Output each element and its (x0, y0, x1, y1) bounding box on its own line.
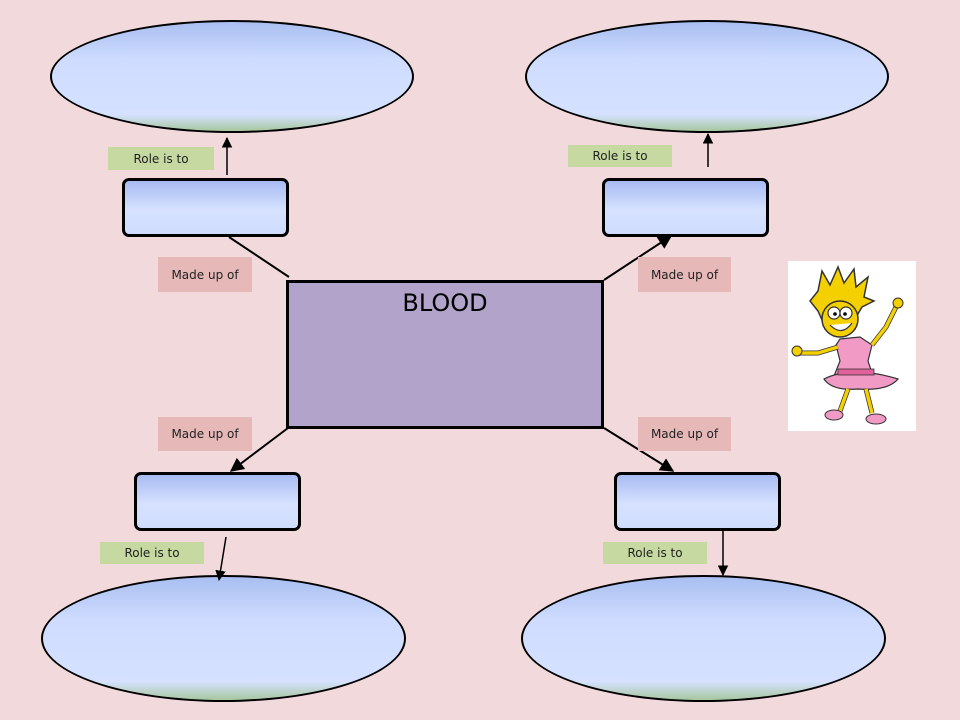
box-bottom-right[interactable] (614, 472, 781, 531)
role-label-bottom-right: Role is to (603, 542, 707, 564)
box-top-right[interactable] (602, 178, 769, 237)
ellipse-top-right[interactable] (525, 20, 889, 133)
made-of-label-top-left: Made up of (158, 257, 252, 292)
cartoon-girl-icon (791, 265, 904, 425)
ellipse-bottom-right[interactable] (521, 575, 886, 702)
role-label-bottom-left: Role is to (100, 542, 204, 564)
cartoon-picture (788, 261, 916, 431)
role-label-top-left: Role is to (108, 147, 214, 170)
ellipse-top-left[interactable] (50, 20, 414, 133)
made-of-label-bottom-right: Made up of (638, 417, 731, 451)
center-title: BLOOD (402, 289, 488, 317)
box-bottom-left[interactable] (134, 472, 301, 531)
made-of-label-top-right: Made up of (638, 257, 731, 292)
box-top-left[interactable] (122, 178, 289, 237)
arrow-to-ellipse-bottom-left (215, 536, 227, 582)
role-label-top-right: Role is to (568, 145, 672, 167)
arrow-top-right (603, 235, 673, 281)
arrow-bottom-left (229, 427, 289, 472)
made-of-label-bottom-left: Made up of (158, 417, 252, 451)
center-box[interactable]: BLOOD (286, 280, 604, 429)
ellipse-bottom-left[interactable] (41, 575, 406, 702)
connector-top-left (228, 236, 290, 278)
